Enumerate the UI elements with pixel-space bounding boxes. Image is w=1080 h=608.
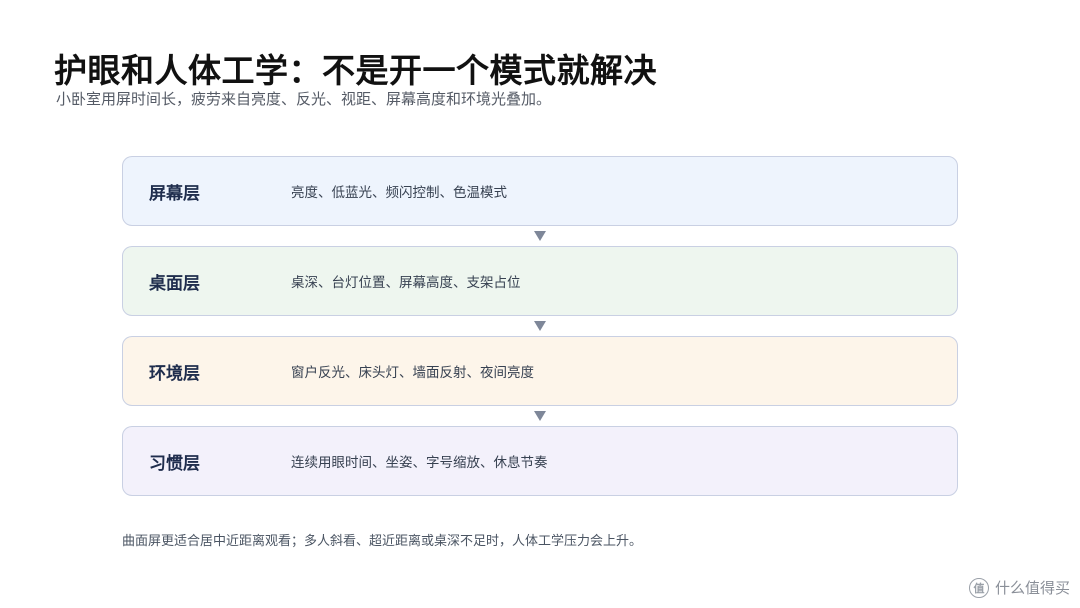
connector-arrow [122,226,958,246]
watermark: 值 什么值得买 [968,577,1070,598]
layer-habit: 习惯层 连续用眼时间、坐姿、字号缩放、休息节奏 [122,426,958,496]
layer-name: 环境层 [149,363,200,384]
layer-desc: 连续用眼时间、坐姿、字号缩放、休息节奏 [291,455,548,471]
layer-desc: 亮度、低蓝光、频闪控制、色温模式 [291,185,507,201]
connector-arrow [122,406,958,426]
page-title: 护眼和人体工学：不是开一个模式就解决 [54,51,657,90]
layer-screen: 屏幕层 亮度、低蓝光、频闪控制、色温模式 [122,156,958,226]
layer-stack: 屏幕层 亮度、低蓝光、频闪控制、色温模式 桌面层 桌深、台灯位置、屏幕高度、支架… [122,156,958,496]
layer-desk: 桌面层 桌深、台灯位置、屏幕高度、支架占位 [122,246,958,316]
layer-name: 屏幕层 [149,183,200,204]
connector-arrow [122,316,958,336]
arrow-down-icon [534,231,546,241]
arrow-down-icon [534,321,546,331]
layer-environment: 环境层 窗户反光、床头灯、墙面反射、夜间亮度 [122,336,958,406]
arrow-down-icon [534,411,546,421]
footer-note: 曲面屏更适合居中近距离观看；多人斜看、超近距离或桌深不足时，人体工学压力会上升。 [122,534,643,549]
layer-name: 桌面层 [149,273,200,294]
zhi-badge-icon: 值 [968,577,989,598]
layer-desc: 桌深、台灯位置、屏幕高度、支架占位 [291,275,521,291]
layer-desc: 窗户反光、床头灯、墙面反射、夜间亮度 [291,365,534,381]
page-subtitle: 小卧室用屏时间长，疲劳来自亮度、反光、视距、屏幕高度和环境光叠加。 [56,90,552,108]
layer-name: 习惯层 [149,453,200,474]
watermark-text: 什么值得买 [994,579,1070,597]
